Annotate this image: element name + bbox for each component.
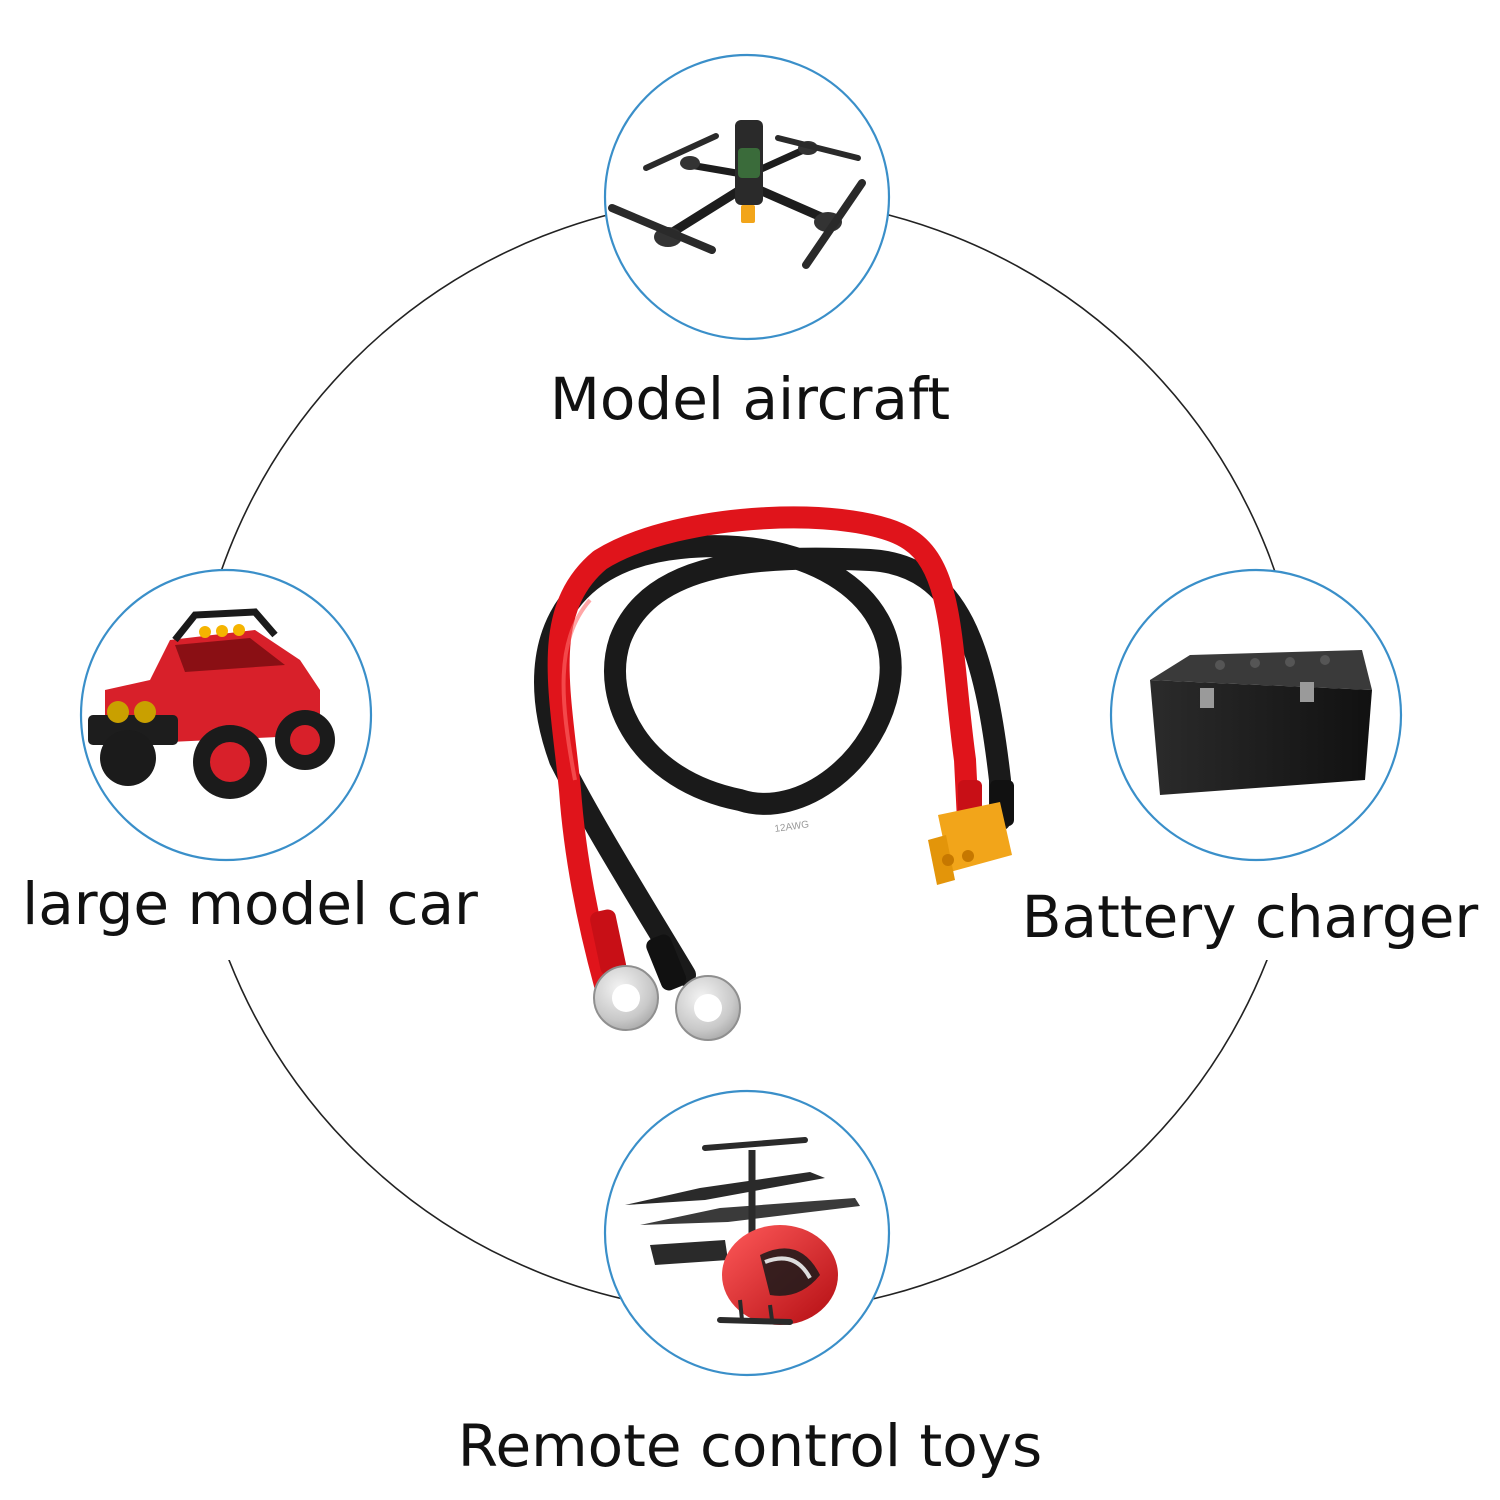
label-remote-control-toys: Remote control toys: [457, 1412, 1043, 1480]
battery-icon: [1150, 650, 1372, 795]
label-large-model-car: large model car: [22, 870, 478, 938]
helicopter-icon: [625, 1137, 860, 1325]
label-gap-left: [150, 850, 400, 960]
car-bubble: [79, 568, 373, 862]
drone-bubble: [603, 53, 891, 341]
label-model-aircraft: Model aircraft: [549, 365, 951, 433]
xt-connector: [928, 802, 1012, 885]
label-battery-charger: Battery charger: [1021, 883, 1479, 951]
cable-icon: 12AWG: [534, 506, 1014, 1041]
wire-print: 12AWG: [774, 819, 810, 835]
toy-car-icon: [88, 608, 335, 799]
helicopter-bubble: [603, 1089, 891, 1377]
battery-bubble: [1109, 568, 1403, 862]
label-gap-right: [1135, 850, 1335, 960]
drone-icon: [608, 120, 866, 269]
